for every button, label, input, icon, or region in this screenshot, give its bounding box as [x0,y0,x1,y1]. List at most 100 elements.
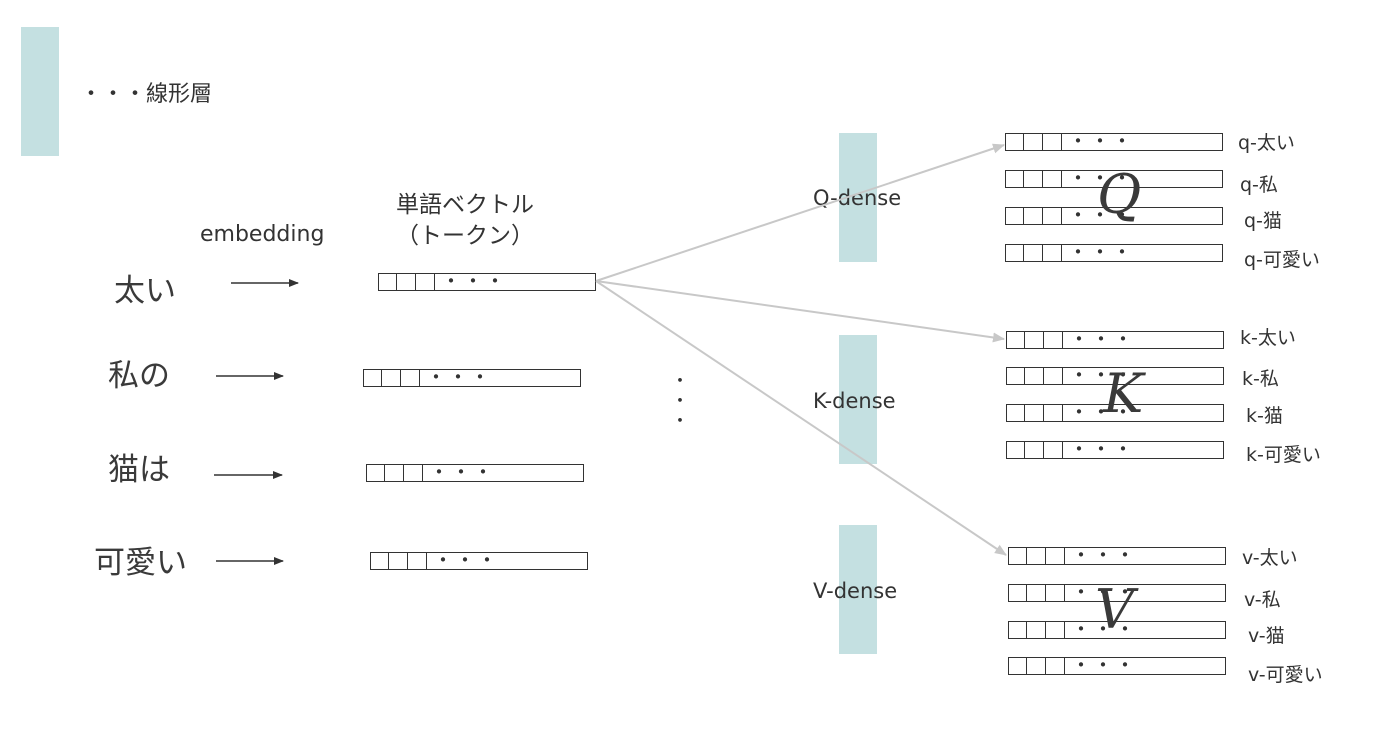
vector-cell [405,465,423,481]
v-output-vector-3: ・・・ [1008,653,1226,677]
v-output-label-2: v-猫 [1248,625,1285,647]
vector-cell [1006,134,1024,150]
q-dense-label: Q-dense [813,186,902,210]
v-output-vector-0: ・・・ [1008,543,1226,567]
k-output-vector-0: ・・・ [1006,327,1224,351]
vector-cell [1044,208,1062,224]
vector-cell [379,274,397,290]
vector-cell [417,274,435,290]
vector-cell [1045,442,1063,458]
v-output-vector-2: ・・・ [1008,617,1226,641]
token-header-line1: 単語ベクトル [396,192,534,218]
legend-linear-layer-swatch [21,27,59,156]
q-output-label-2: q-猫 [1244,210,1282,232]
vector-cell [1026,405,1044,421]
legend-label: ・・・線形層 [80,82,213,107]
vector-cell [1028,548,1046,564]
v-output-label-0: v-太い [1242,547,1298,569]
vector-cell [1028,622,1046,638]
matrix-q-letter: Q [1097,163,1142,226]
projection-arrow-k [595,280,1005,343]
vector-cell [1006,245,1024,261]
vector-cell [409,553,427,569]
k-output-label-0: k-太い [1240,327,1296,349]
vector-ellipsis: ・・・ [1069,363,1135,387]
vector-cell [1045,332,1063,348]
token-vector-2: ・・・ [366,460,584,484]
vector-cell [1009,622,1027,638]
vector-cell [1007,442,1025,458]
token-vector-3: ・・・ [370,548,588,572]
vector-cell [383,370,401,386]
vector-ellipsis: ・・・ [441,269,507,293]
token-vector-1: ・・・ [363,365,581,389]
vector-ellipsis: ・・・ [1071,543,1137,567]
vector-ellipsis: ・・・ [426,365,492,389]
vector-cell [1026,368,1044,384]
vector-cell [390,553,408,569]
vector-cell [1025,134,1043,150]
q-output-vector-1: ・・・ [1005,166,1223,190]
q-output-vector-0: ・・・ [1005,129,1223,153]
vector-cell [1028,658,1046,674]
vector-cell [1006,171,1024,187]
vector-cell [402,370,420,386]
vector-cell [367,465,385,481]
vector-ellipsis: ・・・ [1068,166,1134,190]
vector-cell [1006,208,1024,224]
v-dense-label: V-dense [813,579,898,603]
vector-cell [1044,171,1062,187]
vector-ellipsis: ・・・ [429,460,495,484]
k-dense-bar [839,335,877,464]
k-output-label-2: k-猫 [1246,405,1283,427]
vector-cell [386,465,404,481]
vector-ellipsis: ・・・ [433,548,499,572]
vector-cell [371,553,389,569]
vector-ellipsis: ・・・ [1071,580,1137,604]
v-dense-bar [839,525,877,654]
vector-ellipsis: ・・・ [1069,400,1135,424]
vector-cell [1047,658,1065,674]
vector-ellipsis: ・・・ [1068,129,1134,153]
k-output-label-1: k-私 [1242,368,1279,390]
word-1: 私の [108,358,170,394]
word-0: 太い [114,273,176,309]
q-output-label-3: q-可愛い [1244,249,1320,271]
q-output-label-1: q-私 [1240,174,1278,196]
vector-cell [1028,585,1046,601]
k-output-vector-1: ・・・ [1006,363,1224,387]
vector-cell [1047,622,1065,638]
vector-cell [1047,548,1065,564]
k-output-label-3: k-可愛い [1246,444,1321,466]
v-output-label-3: v-可愛い [1248,664,1323,686]
matrix-k-letter: K [1103,362,1144,425]
vector-ellipsis: ・・・ [1069,437,1135,461]
vector-cell [1044,134,1062,150]
word-3: 可愛い [94,545,187,581]
q-output-vector-2: ・・・ [1005,203,1223,227]
vector-ellipsis: ・・・ [1071,653,1137,677]
vector-cell [1044,245,1062,261]
matrix-v-letter: V [1095,578,1134,641]
vector-ellipsis: ・・・ [1068,240,1134,264]
q-output-vector-3: ・・・ [1005,240,1223,264]
vector-cell [1025,245,1043,261]
vector-cell [364,370,382,386]
projection-arrow-q [595,143,1005,282]
vector-cell [1025,208,1043,224]
vector-cell [1009,658,1027,674]
embedding-label: embedding [200,222,325,247]
token-vector-0: ・・・ [378,269,596,293]
k-dense-label: K-dense [813,389,896,413]
word-2: 猫は [108,452,170,488]
vector-cell [1025,171,1043,187]
vector-ellipsis: ・・・ [1068,203,1134,227]
q-output-label-0: q-太い [1238,132,1295,154]
v-output-vector-1: ・・・ [1008,580,1226,604]
token-header: 単語ベクトル （トークン） [396,190,534,252]
vector-ellipsis: ・・・ [1071,617,1137,641]
vector-cell [1007,368,1025,384]
token-header-line2: （トークン） [396,223,534,249]
vector-cell [1009,548,1027,564]
